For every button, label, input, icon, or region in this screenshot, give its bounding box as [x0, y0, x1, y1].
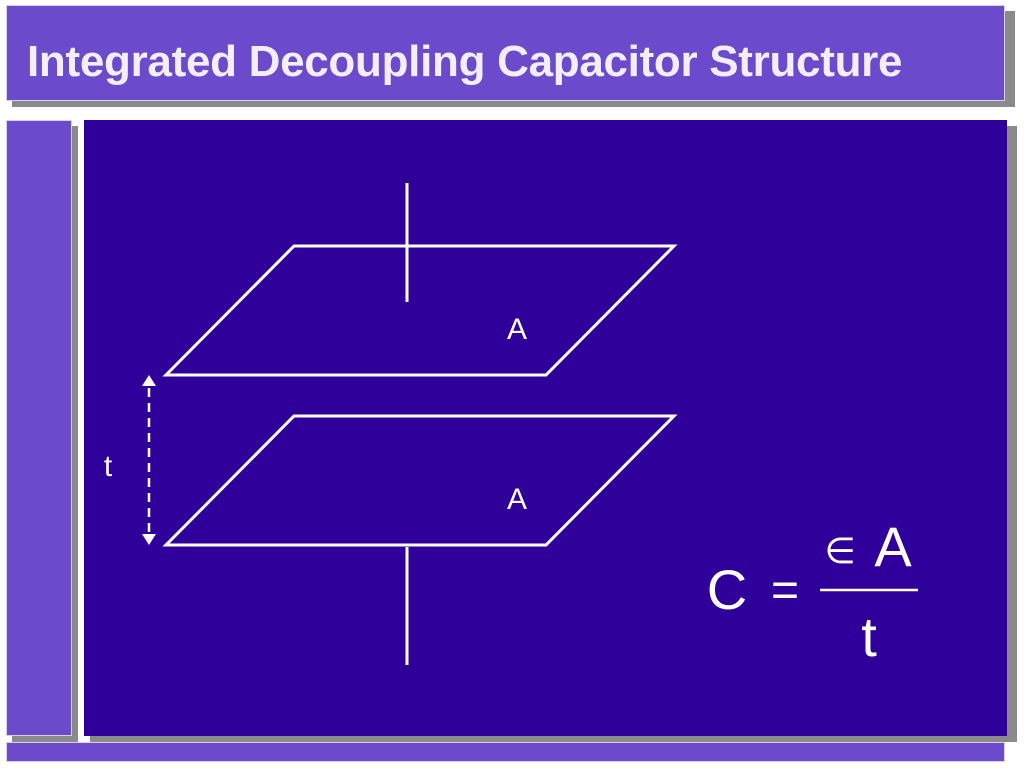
arrow-up-icon: [142, 375, 156, 386]
slide-title: Integrated Decoupling Capacitor Structur…: [27, 37, 903, 86]
capacitance-formula: C = ∈ A t: [707, 515, 918, 668]
top-plate-label: A: [507, 313, 527, 346]
formula-permittivity-symbol: ∈: [824, 530, 855, 571]
left-decorative-strip: [6, 120, 72, 736]
arrow-down-icon: [142, 534, 156, 545]
formula-lhs: C: [707, 558, 747, 621]
formula-denominator: t: [861, 605, 877, 668]
main-panel: [84, 120, 1007, 736]
thickness-dimension-arrow: [142, 375, 156, 545]
thickness-label: t: [104, 450, 113, 483]
formula-equals: =: [771, 564, 799, 617]
bottom-decorative-bar: [6, 742, 1005, 762]
formula-numerator-var: A: [874, 515, 912, 578]
bottom-plate: [162, 414, 678, 547]
top-plate: [162, 244, 678, 377]
bottom-plate-label: A: [507, 483, 527, 516]
title-bar: Integrated Decoupling Capacitor Structur…: [6, 5, 1005, 101]
